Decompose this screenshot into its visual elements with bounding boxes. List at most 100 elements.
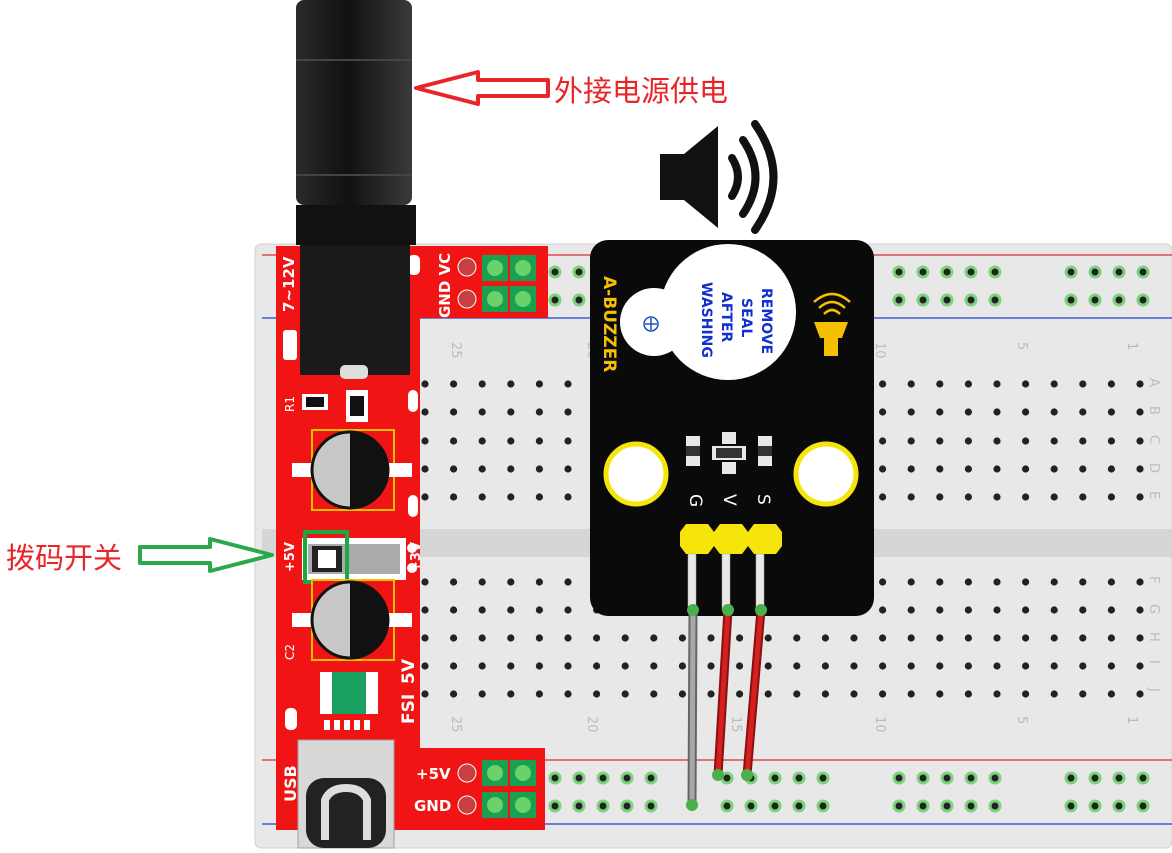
breadboard-hole (1079, 437, 1086, 444)
breadboard-hole (1136, 662, 1143, 669)
breadboard-hole (707, 662, 714, 669)
breadboard-hole (936, 437, 943, 444)
breadboard-hole (936, 408, 943, 415)
breadboard-hole (574, 801, 584, 811)
breadboard-hole (993, 437, 1000, 444)
breadboard-hole (450, 437, 457, 444)
breadboard-hole (622, 634, 629, 641)
breadboard-hole (536, 634, 543, 641)
breadboard-hole (965, 578, 972, 585)
breadboard-hole (794, 773, 804, 783)
breadboard-hole (993, 578, 1000, 585)
breadboard-hole (564, 690, 571, 697)
breadboard-hole (1136, 408, 1143, 415)
breadboard-hole (1108, 634, 1115, 641)
breadboard-hole (479, 634, 486, 641)
breadboard-hole (822, 690, 829, 697)
breadboard-hole (990, 295, 1000, 305)
breadboard-hole (793, 662, 800, 669)
breadboard-hole (1114, 267, 1124, 277)
breadboard-hole (908, 606, 915, 613)
breadboard-hole (1079, 408, 1086, 415)
breadboard-hole (450, 662, 457, 669)
breadboard-hole (564, 465, 571, 472)
breadboard-hole (936, 606, 943, 613)
breadboard-hole (990, 267, 1000, 277)
breadboard-hole (1022, 408, 1029, 415)
breadboard-hole (536, 437, 543, 444)
breadboard-hole (479, 437, 486, 444)
breadboard-hole (1108, 380, 1115, 387)
breadboard-hole (993, 690, 1000, 697)
breadboard-hole (450, 465, 457, 472)
out-pos-label: +5V (416, 765, 451, 783)
breadboard-hole (1114, 773, 1124, 783)
breadboard-hole (918, 295, 928, 305)
breadboard-hole (879, 493, 886, 500)
breadboard-hole (679, 634, 686, 641)
breadboard-hole (1022, 634, 1029, 641)
switch-right-label: +3V (409, 542, 424, 572)
breadboard-hole (450, 690, 457, 697)
breadboard-hole (879, 380, 886, 387)
breadboard-hole (564, 606, 571, 613)
breadboard-hole (536, 465, 543, 472)
breadboard-hole (1022, 606, 1029, 613)
breadboard-hole (1090, 295, 1100, 305)
breadboard-hole (1136, 380, 1143, 387)
breadboard-hole (965, 606, 972, 613)
breadboard-hole (793, 634, 800, 641)
breadboard-hole (1051, 380, 1058, 387)
breadboard-hole (1136, 606, 1143, 613)
breadboard-hole (1108, 408, 1115, 415)
breadboard-hole (550, 267, 560, 277)
breadboard-hole (479, 408, 486, 415)
column-label: 1 (1124, 342, 1139, 350)
breadboard-hole (765, 690, 772, 697)
breadboard-hole (965, 634, 972, 641)
breadboard-hole (993, 634, 1000, 641)
breadboard-hole (1079, 380, 1086, 387)
breadboard-hole (1138, 295, 1148, 305)
breadboard-hole (990, 801, 1000, 811)
usb-label: USB (281, 765, 300, 802)
speaker-icon (660, 124, 774, 230)
row-label: A (1146, 378, 1161, 387)
breadboard-hole (1136, 465, 1143, 472)
breadboard-hole (918, 801, 928, 811)
breadboard-hole (908, 690, 915, 697)
breadboard-hole (879, 408, 886, 415)
breadboard-hole (593, 634, 600, 641)
out-gnd-label: GND (414, 797, 451, 815)
breadboard-hole (936, 578, 943, 585)
breadboard-hole (598, 801, 608, 811)
breadboard-hole (850, 662, 857, 669)
row-label: G (1146, 604, 1161, 614)
breadboard-hole (479, 380, 486, 387)
breadboard-hole (993, 465, 1000, 472)
breadboard-hole (421, 465, 428, 472)
breadboard-hole (1108, 437, 1115, 444)
breadboard-hole (507, 408, 514, 415)
breadboard-hole (479, 662, 486, 669)
breadboard-hole (536, 380, 543, 387)
breadboard-hole (1079, 606, 1086, 613)
breadboard-hole (1051, 662, 1058, 669)
breadboard-hole (646, 773, 656, 783)
breadboard-hole (1022, 578, 1029, 585)
column-label: 25 (448, 342, 463, 359)
breadboard-hole (564, 662, 571, 669)
column-label: 1 (1124, 716, 1139, 724)
breadboard-hole (722, 801, 732, 811)
breadboard-hole (942, 295, 952, 305)
breadboard-hole (993, 408, 1000, 415)
column-label: 5 (1014, 342, 1029, 350)
breadboard-hole (966, 801, 976, 811)
breadboard-hole (1022, 690, 1029, 697)
seal-line-2: SEAL (738, 298, 754, 337)
breadboard-hole (1108, 465, 1115, 472)
column-label: 20 (584, 716, 599, 733)
breadboard-hole (536, 606, 543, 613)
breadboard-hole (1079, 493, 1086, 500)
breadboard-hole (936, 493, 943, 500)
